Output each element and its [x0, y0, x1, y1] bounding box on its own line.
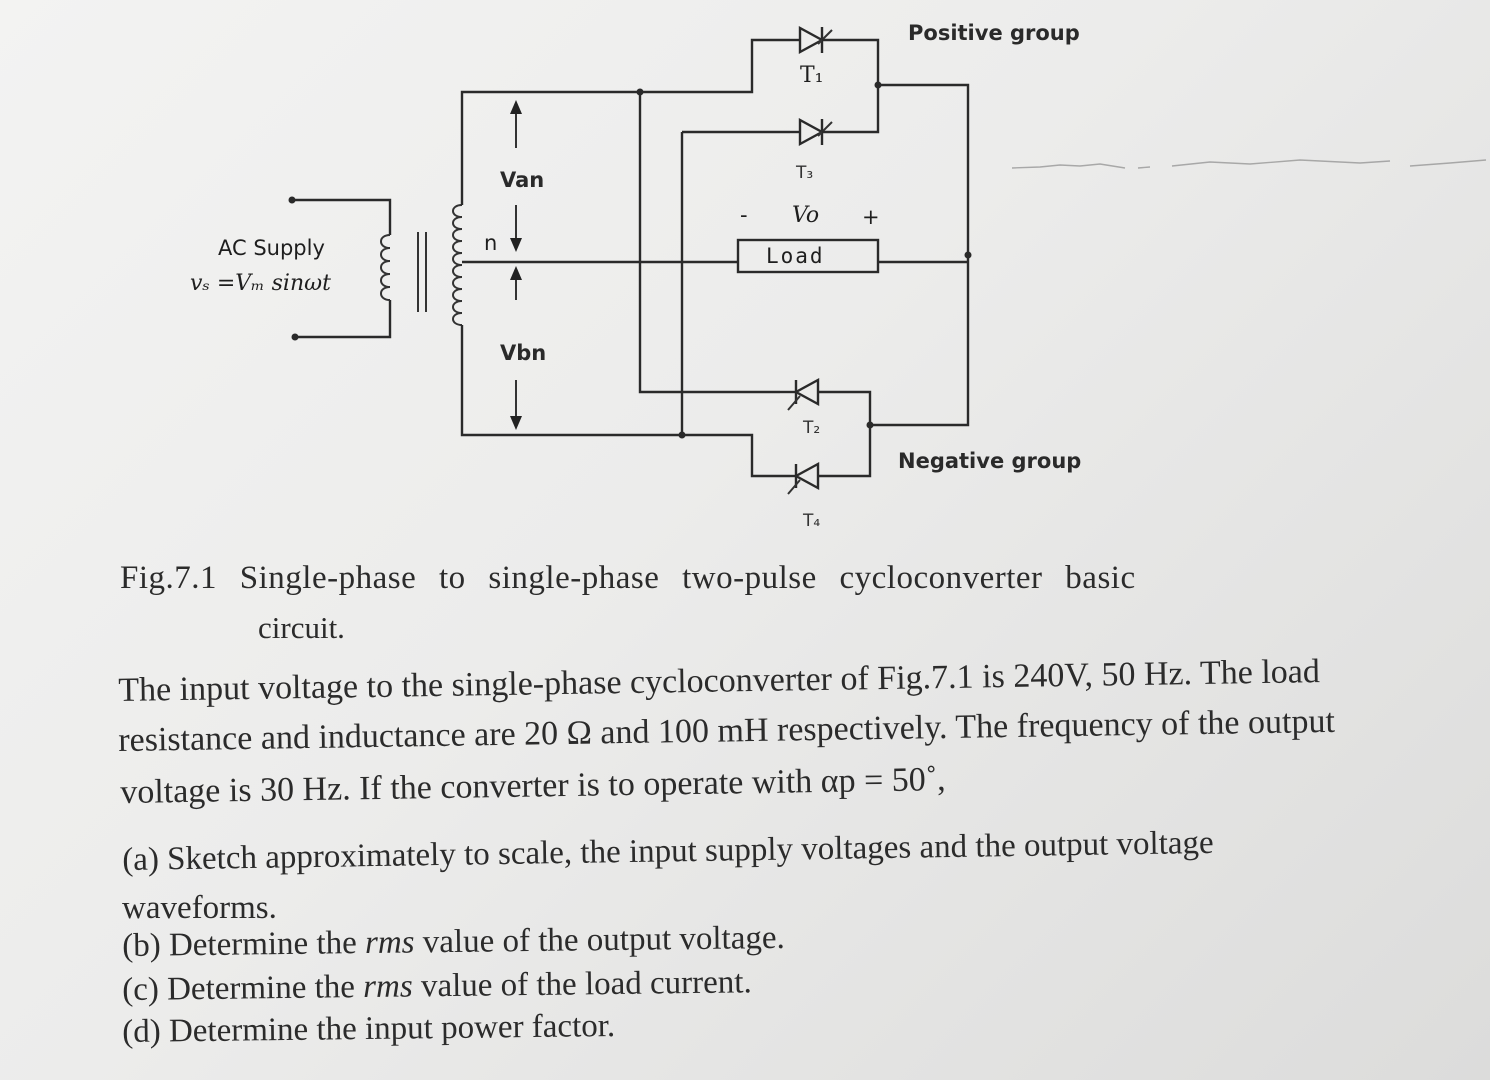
- vbn-label: Vbn: [500, 341, 546, 365]
- secondary-wiring: [460, 90, 738, 437]
- voltage-arrows: [510, 100, 522, 430]
- bus-wiring: [636, 38, 790, 478]
- supply-equation: vₛ =Vₘ sinωt: [190, 271, 331, 296]
- t1-label: T₁: [800, 63, 824, 88]
- thyristor-t1: [790, 25, 880, 85]
- thyristor-t4: [787, 425, 872, 495]
- thyristor-t2: [780, 377, 872, 425]
- output-voltage-label: Vo: [792, 203, 819, 228]
- problem-line-2: resistance and inductance are 20 Ω and 1…: [118, 702, 1336, 759]
- t2-label: T₂: [802, 418, 820, 438]
- ac-supply-leads: [288, 196, 392, 341]
- question-c-prefix: (c) Determine the: [122, 969, 364, 1008]
- question-c-suffix: value of the load current.: [412, 964, 752, 1005]
- load-wiring: [866, 260, 970, 429]
- question-b-prefix: (b) Determine the: [122, 925, 366, 964]
- transformer-secondary: [452, 204, 463, 326]
- thyristor-t3: [790, 81, 882, 147]
- figure-caption-line-1: Fig.7.1 Single-phase to single-phase two…: [120, 560, 1136, 596]
- faint-scribble: [1011, 159, 1487, 169]
- van-label: Van: [500, 168, 544, 192]
- question-c: (c) Determine the rms value of the load …: [122, 964, 752, 1009]
- transformer-primary: [380, 234, 391, 301]
- question-a-line-2: waveforms.: [122, 890, 277, 926]
- question-d: (d) Determine the input power factor.: [122, 1007, 616, 1050]
- question-c-rms: rms: [362, 968, 413, 1006]
- problem-line-1: The input voltage to the single-phase cy…: [118, 653, 1321, 709]
- load-box: [736, 238, 880, 274]
- positive-group-wire: [878, 83, 972, 262]
- cycloconverter-circuit-diagram: Positive group Negative group AC Supply …: [190, 21, 1487, 531]
- load-label: Load: [766, 244, 825, 268]
- t4-label: T₄: [802, 511, 820, 531]
- negative-group-label: Negative group: [898, 449, 1081, 473]
- neutral-n-label: n: [484, 231, 497, 255]
- figure-caption-line-2: circuit.: [258, 610, 345, 645]
- question-b-rms: rms: [364, 924, 415, 962]
- question-b: (b) Determine the rms value of the outpu…: [122, 920, 785, 965]
- problem-line-3: voltage is 30 Hz. If the converter is to…: [120, 761, 946, 811]
- transformer-core: [417, 232, 427, 312]
- minus-sign: -: [740, 203, 748, 227]
- question-b-suffix: value of the output voltage.: [414, 919, 785, 961]
- positive-group-label: Positive group: [908, 21, 1080, 45]
- t3-label: T₃: [795, 163, 813, 183]
- question-a-line-1: (a) Sketch approximately to scale, the i…: [122, 824, 1214, 878]
- ac-supply-label: AC Supply: [218, 236, 325, 260]
- plus-sign: +: [862, 205, 880, 229]
